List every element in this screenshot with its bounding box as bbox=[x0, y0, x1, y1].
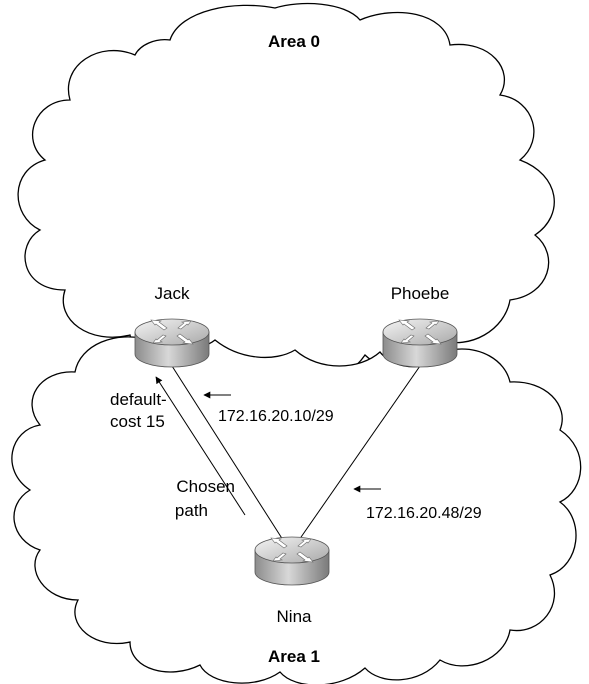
router-nina-label: Nina bbox=[277, 607, 313, 626]
chosen-path-label-line2: path bbox=[175, 501, 208, 520]
area-1-cloud bbox=[11, 336, 582, 684]
router-icon bbox=[382, 318, 458, 368]
chosen-path-arrow bbox=[155, 376, 246, 516]
router-jack-label: Jack bbox=[155, 284, 190, 303]
area-1-label: Area 1 bbox=[268, 647, 320, 666]
link-phoebe-nina bbox=[298, 365, 421, 541]
link-jack-nina bbox=[171, 365, 284, 541]
router-icon bbox=[254, 536, 330, 586]
router-nina bbox=[254, 536, 330, 586]
default-cost-label-line2: cost 15 bbox=[110, 412, 165, 431]
router-jack bbox=[134, 318, 210, 368]
router-phoebe-label: Phoebe bbox=[391, 284, 450, 303]
network-label-jack-nina: 172.16.20.10/29 bbox=[218, 408, 334, 425]
default-cost-label-line1: default- bbox=[110, 390, 167, 409]
chosen-path-label-line1: Chosen bbox=[176, 477, 235, 496]
network-label-phoebe-nina: 172.16.20.48/29 bbox=[366, 505, 482, 522]
router-phoebe bbox=[382, 318, 458, 368]
router-icon bbox=[134, 318, 210, 368]
area-0-cloud bbox=[17, 2, 555, 382]
area-0-label: Area 0 bbox=[268, 32, 320, 51]
